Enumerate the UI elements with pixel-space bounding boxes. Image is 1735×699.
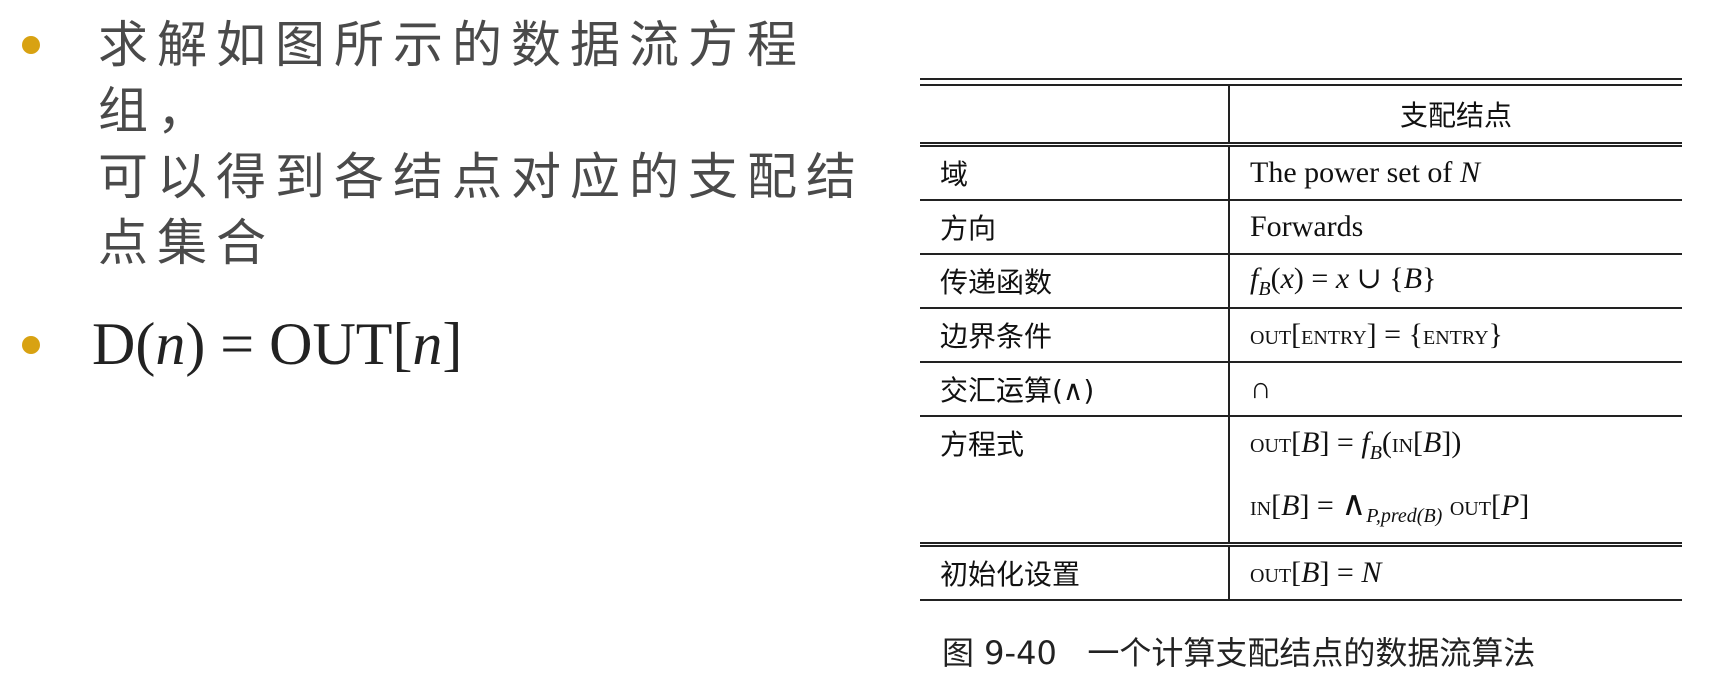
table-header-row: 支配结点: [920, 86, 1682, 145]
table-row-init: 初始化设置 out[B] = N: [920, 542, 1682, 601]
row-value: ∩: [1229, 361, 1682, 416]
row-label: 边界条件: [920, 307, 1230, 362]
table-row-equations: 方程式 out[B] = fB(in[B]) in[B] = ∧P,pred(B…: [920, 415, 1682, 545]
bullet-dot-1: [22, 36, 40, 54]
table-row-boundary: 边界条件 out[entry] = {entry}: [920, 307, 1682, 362]
row-label: 方向: [920, 199, 1230, 254]
table-header-dominators: 支配结点: [1399, 99, 1512, 132]
bullet-text-1: 求解如图所示的数据流方程组， 可以得到各结点对应的支配结 点集合: [98, 16, 865, 272]
row-value: out[B] = fB(in[B]) in[B] = ∧P,pred(B) ou…: [1229, 415, 1682, 545]
row-value: out[entry] = {entry}: [1229, 307, 1682, 362]
table-row-direction: 方向 Forwards: [920, 199, 1682, 254]
bullet-text-2: D(n) = OUT[n]: [92, 311, 463, 377]
row-value: Forwards: [1229, 199, 1682, 254]
row-label: 传递函数: [920, 253, 1230, 308]
dominator-table: 支配结点 域 The power set of N 方向 Forwards 传递…: [920, 78, 1682, 601]
bullet-dot-2: [22, 336, 40, 354]
dataflow-table: 支配结点 域 The power set of N 方向 Forwards 传递…: [920, 86, 1682, 601]
row-value: The power set of N: [1229, 142, 1682, 200]
table-row-transfer: 传递函数 fB(x) = x ∪ {B}: [920, 253, 1682, 308]
table-row-meet: 交汇运算(∧) ∩: [920, 361, 1682, 416]
row-label: 交汇运算(∧): [920, 361, 1230, 416]
bullet-list: 求解如图所示的数据流方程组， 可以得到各结点对应的支配结 点集合 D(n) = …: [22, 16, 865, 377]
figure-caption: 图 9-40 一个计算支配结点的数据流算法: [942, 634, 1536, 672]
row-label: 初始化设置: [920, 542, 1230, 601]
row-label: 域: [920, 142, 1230, 200]
table-row-domain: 域 The power set of N: [920, 142, 1682, 200]
row-value: fB(x) = x ∪ {B}: [1229, 253, 1682, 308]
table-top-rule: [920, 78, 1682, 86]
table-header-empty: [920, 86, 1230, 145]
row-label: 方程式: [920, 415, 1230, 545]
row-value: out[B] = N: [1229, 542, 1682, 601]
